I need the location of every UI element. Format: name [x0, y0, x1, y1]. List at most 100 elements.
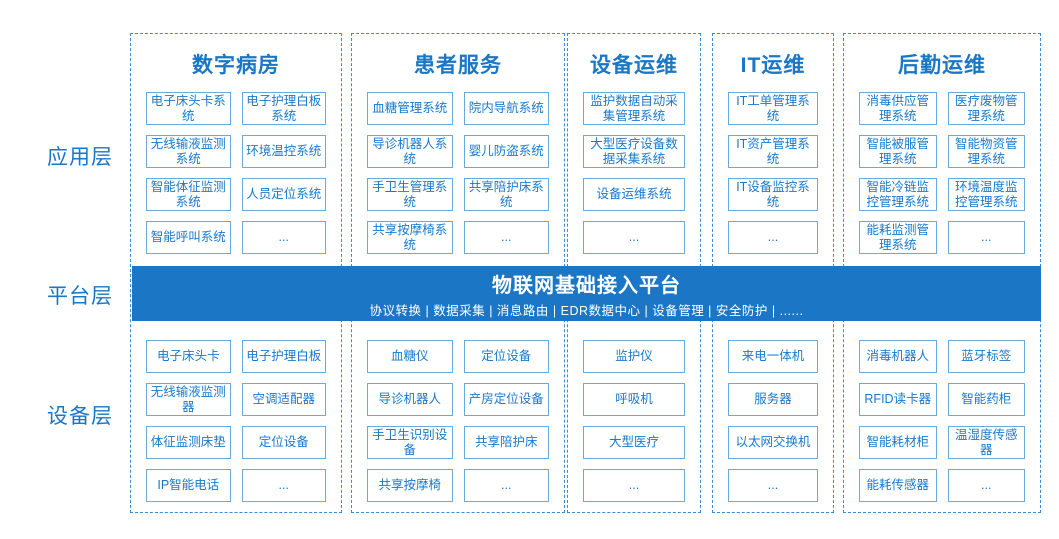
system-box: 血糖管理系统: [367, 92, 453, 125]
platform-band: 物联网基础接入平台 协议转换 | 数据采集 | 消息路由 | EDR数据中心 |…: [132, 266, 1041, 321]
app-row: 电子床头卡系统 电子护理白板系统: [146, 92, 326, 125]
column-patient-services: 患者服务 血糖管理系统 院内导航系统 导诊机器人系统 婴儿防盗系统 手卫生管理系…: [351, 33, 565, 513]
device-box: 无线输液监测器: [146, 383, 231, 416]
device-box-ellipsis: ...: [947, 469, 1025, 502]
system-box: 智能物资管理系统: [947, 135, 1025, 168]
device-box: 产房定位设备: [463, 383, 549, 416]
app-row: 智能被服管理系统 智能物资管理系统: [859, 135, 1025, 168]
system-box: 导诊机器人系统: [367, 135, 453, 168]
device-box: 来电一体机: [728, 340, 818, 373]
device-row: 消毒机器人 蓝牙标签: [859, 340, 1025, 373]
system-box-ellipsis: ...: [583, 221, 685, 254]
device-box: 体征监测床垫: [146, 426, 231, 459]
device-row: 呼吸机: [583, 383, 685, 416]
system-box: 电子床头卡系统: [146, 92, 231, 125]
column-it-om: IT运维 IT工单管理系统 IT资产管理系统 IT设备监控系统 ... 来电一体…: [712, 33, 834, 513]
device-grid: 血糖仪 定位设备 导诊机器人 产房定位设备 手卫生识别设备 共享陪护床 共享按摩…: [352, 340, 564, 502]
system-box: IT工单管理系统: [728, 92, 818, 125]
system-box: 大型医疗设备数据采集系统: [583, 135, 685, 168]
column-title: 设备运维: [590, 54, 678, 77]
system-box: 共享按摩椅系统: [367, 221, 453, 254]
device-box: 以太网交换机: [728, 426, 818, 459]
column-title: IT运维: [740, 54, 806, 77]
device-box: 电子护理白板: [241, 340, 326, 373]
app-row: 智能冷链监控管理系统 环境温度监控管理系统: [859, 178, 1025, 211]
device-grid: 来电一体机 服务器 以太网交换机 ...: [713, 340, 833, 502]
application-grid: IT工单管理系统 IT资产管理系统 IT设备监控系统 ...: [713, 92, 833, 254]
app-row: ...: [728, 221, 818, 254]
system-box: IT资产管理系统: [728, 135, 818, 168]
device-box: 智能药柜: [947, 383, 1025, 416]
system-box: 环境温控系统: [241, 135, 326, 168]
device-row: 体征监测床垫 定位设备: [146, 426, 326, 459]
device-box-ellipsis: ...: [728, 469, 818, 502]
device-box: 大型医疗: [583, 426, 685, 459]
system-box: 消毒供应管理系统: [859, 92, 937, 125]
app-row: 无线输液监测系统 环境温控系统: [146, 135, 326, 168]
device-box: 导诊机器人: [367, 383, 453, 416]
platform-band-subtitle: 协议转换 | 数据采集 | 消息路由 | EDR数据中心 | 设备管理 | 安全…: [369, 303, 804, 318]
application-grid: 血糖管理系统 院内导航系统 导诊机器人系统 婴儿防盗系统 手卫生管理系统 共享陪…: [352, 92, 564, 254]
device-box: 服务器: [728, 383, 818, 416]
device-grid: 电子床头卡 电子护理白板 无线输液监测器 空调适配器 体征监测床垫 定位设备 I…: [131, 340, 341, 502]
app-row: 共享按摩椅系统 ...: [367, 221, 549, 254]
app-row: 智能呼叫系统 ...: [146, 221, 326, 254]
device-box: 消毒机器人: [859, 340, 937, 373]
device-box-ellipsis: ...: [463, 469, 549, 502]
column-equipment-om: 设备运维 监护数据自动采集管理系统 大型医疗设备数据采集系统 设备运维系统 ..…: [567, 33, 701, 513]
system-box: IT设备监控系统: [728, 178, 818, 211]
device-box: IP智能电话: [146, 469, 231, 502]
application-grid: 电子床头卡系统 电子护理白板系统 无线输液监测系统 环境温控系统 智能体征监测系…: [131, 92, 341, 254]
system-box: 共享陪护床系统: [463, 178, 549, 211]
layer-label-device: 设备层: [47, 405, 113, 428]
column-logistics-om: 后勤运维 消毒供应管理系统 医疗废物管理系统 智能被服管理系统 智能物资管理系统…: [843, 33, 1041, 513]
device-box: 能耗传感器: [859, 469, 937, 502]
device-row: RFID读卡器 智能药柜: [859, 383, 1025, 416]
device-row: 大型医疗: [583, 426, 685, 459]
device-box: 定位设备: [241, 426, 326, 459]
system-box: 智能呼叫系统: [146, 221, 231, 254]
app-row: 手卫生管理系统 共享陪护床系统: [367, 178, 549, 211]
device-box: 温湿度传感器: [947, 426, 1025, 459]
device-box: 监护仪: [583, 340, 685, 373]
app-row: 消毒供应管理系统 医疗废物管理系统: [859, 92, 1025, 125]
system-box: 能耗监测管理系统: [859, 221, 937, 254]
device-box: 定位设备: [463, 340, 549, 373]
column-title: 后勤运维: [898, 54, 986, 77]
device-box: 共享按摩椅: [367, 469, 453, 502]
device-box-ellipsis: ...: [241, 469, 326, 502]
device-row: 血糖仪 定位设备: [367, 340, 549, 373]
application-grid: 监护数据自动采集管理系统 大型医疗设备数据采集系统 设备运维系统 ...: [568, 92, 700, 254]
column-title: 患者服务: [414, 54, 502, 77]
device-box: 手卫生识别设备: [367, 426, 453, 459]
system-box: 人员定位系统: [241, 178, 326, 211]
app-row: 智能体征监测系统 人员定位系统: [146, 178, 326, 211]
system-box: 医疗废物管理系统: [947, 92, 1025, 125]
system-box: 婴儿防盗系统: [463, 135, 549, 168]
device-grid: 监护仪 呼吸机 大型医疗 ...: [568, 340, 700, 502]
device-row: 来电一体机: [728, 340, 818, 373]
device-box: 空调适配器: [241, 383, 326, 416]
system-box: 智能体征监测系统: [146, 178, 231, 211]
system-box: 智能冷链监控管理系统: [859, 178, 937, 211]
device-row: ...: [583, 469, 685, 502]
device-row: 以太网交换机: [728, 426, 818, 459]
device-row: 手卫生识别设备 共享陪护床: [367, 426, 549, 459]
device-row: 电子床头卡 电子护理白板: [146, 340, 326, 373]
device-grid: 消毒机器人 蓝牙标签 RFID读卡器 智能药柜 智能耗材柜 温湿度传感器 能耗传…: [844, 340, 1040, 502]
app-row: 能耗监测管理系统 ...: [859, 221, 1025, 254]
device-row: IP智能电话 ...: [146, 469, 326, 502]
device-box: 血糖仪: [367, 340, 453, 373]
system-box: 院内导航系统: [463, 92, 549, 125]
device-box: 电子床头卡: [146, 340, 231, 373]
system-box: 智能被服管理系统: [859, 135, 937, 168]
layer-label-application: 应用层: [47, 146, 113, 169]
app-row: 大型医疗设备数据采集系统: [583, 135, 685, 168]
device-row: 共享按摩椅 ...: [367, 469, 549, 502]
column-digital-ward: 数字病房 电子床头卡系统 电子护理白板系统 无线输液监测系统 环境温控系统 智能…: [130, 33, 342, 513]
device-box: RFID读卡器: [859, 383, 937, 416]
device-row: 导诊机器人 产房定位设备: [367, 383, 549, 416]
app-row: 设备运维系统: [583, 178, 685, 211]
system-box-ellipsis: ...: [241, 221, 326, 254]
